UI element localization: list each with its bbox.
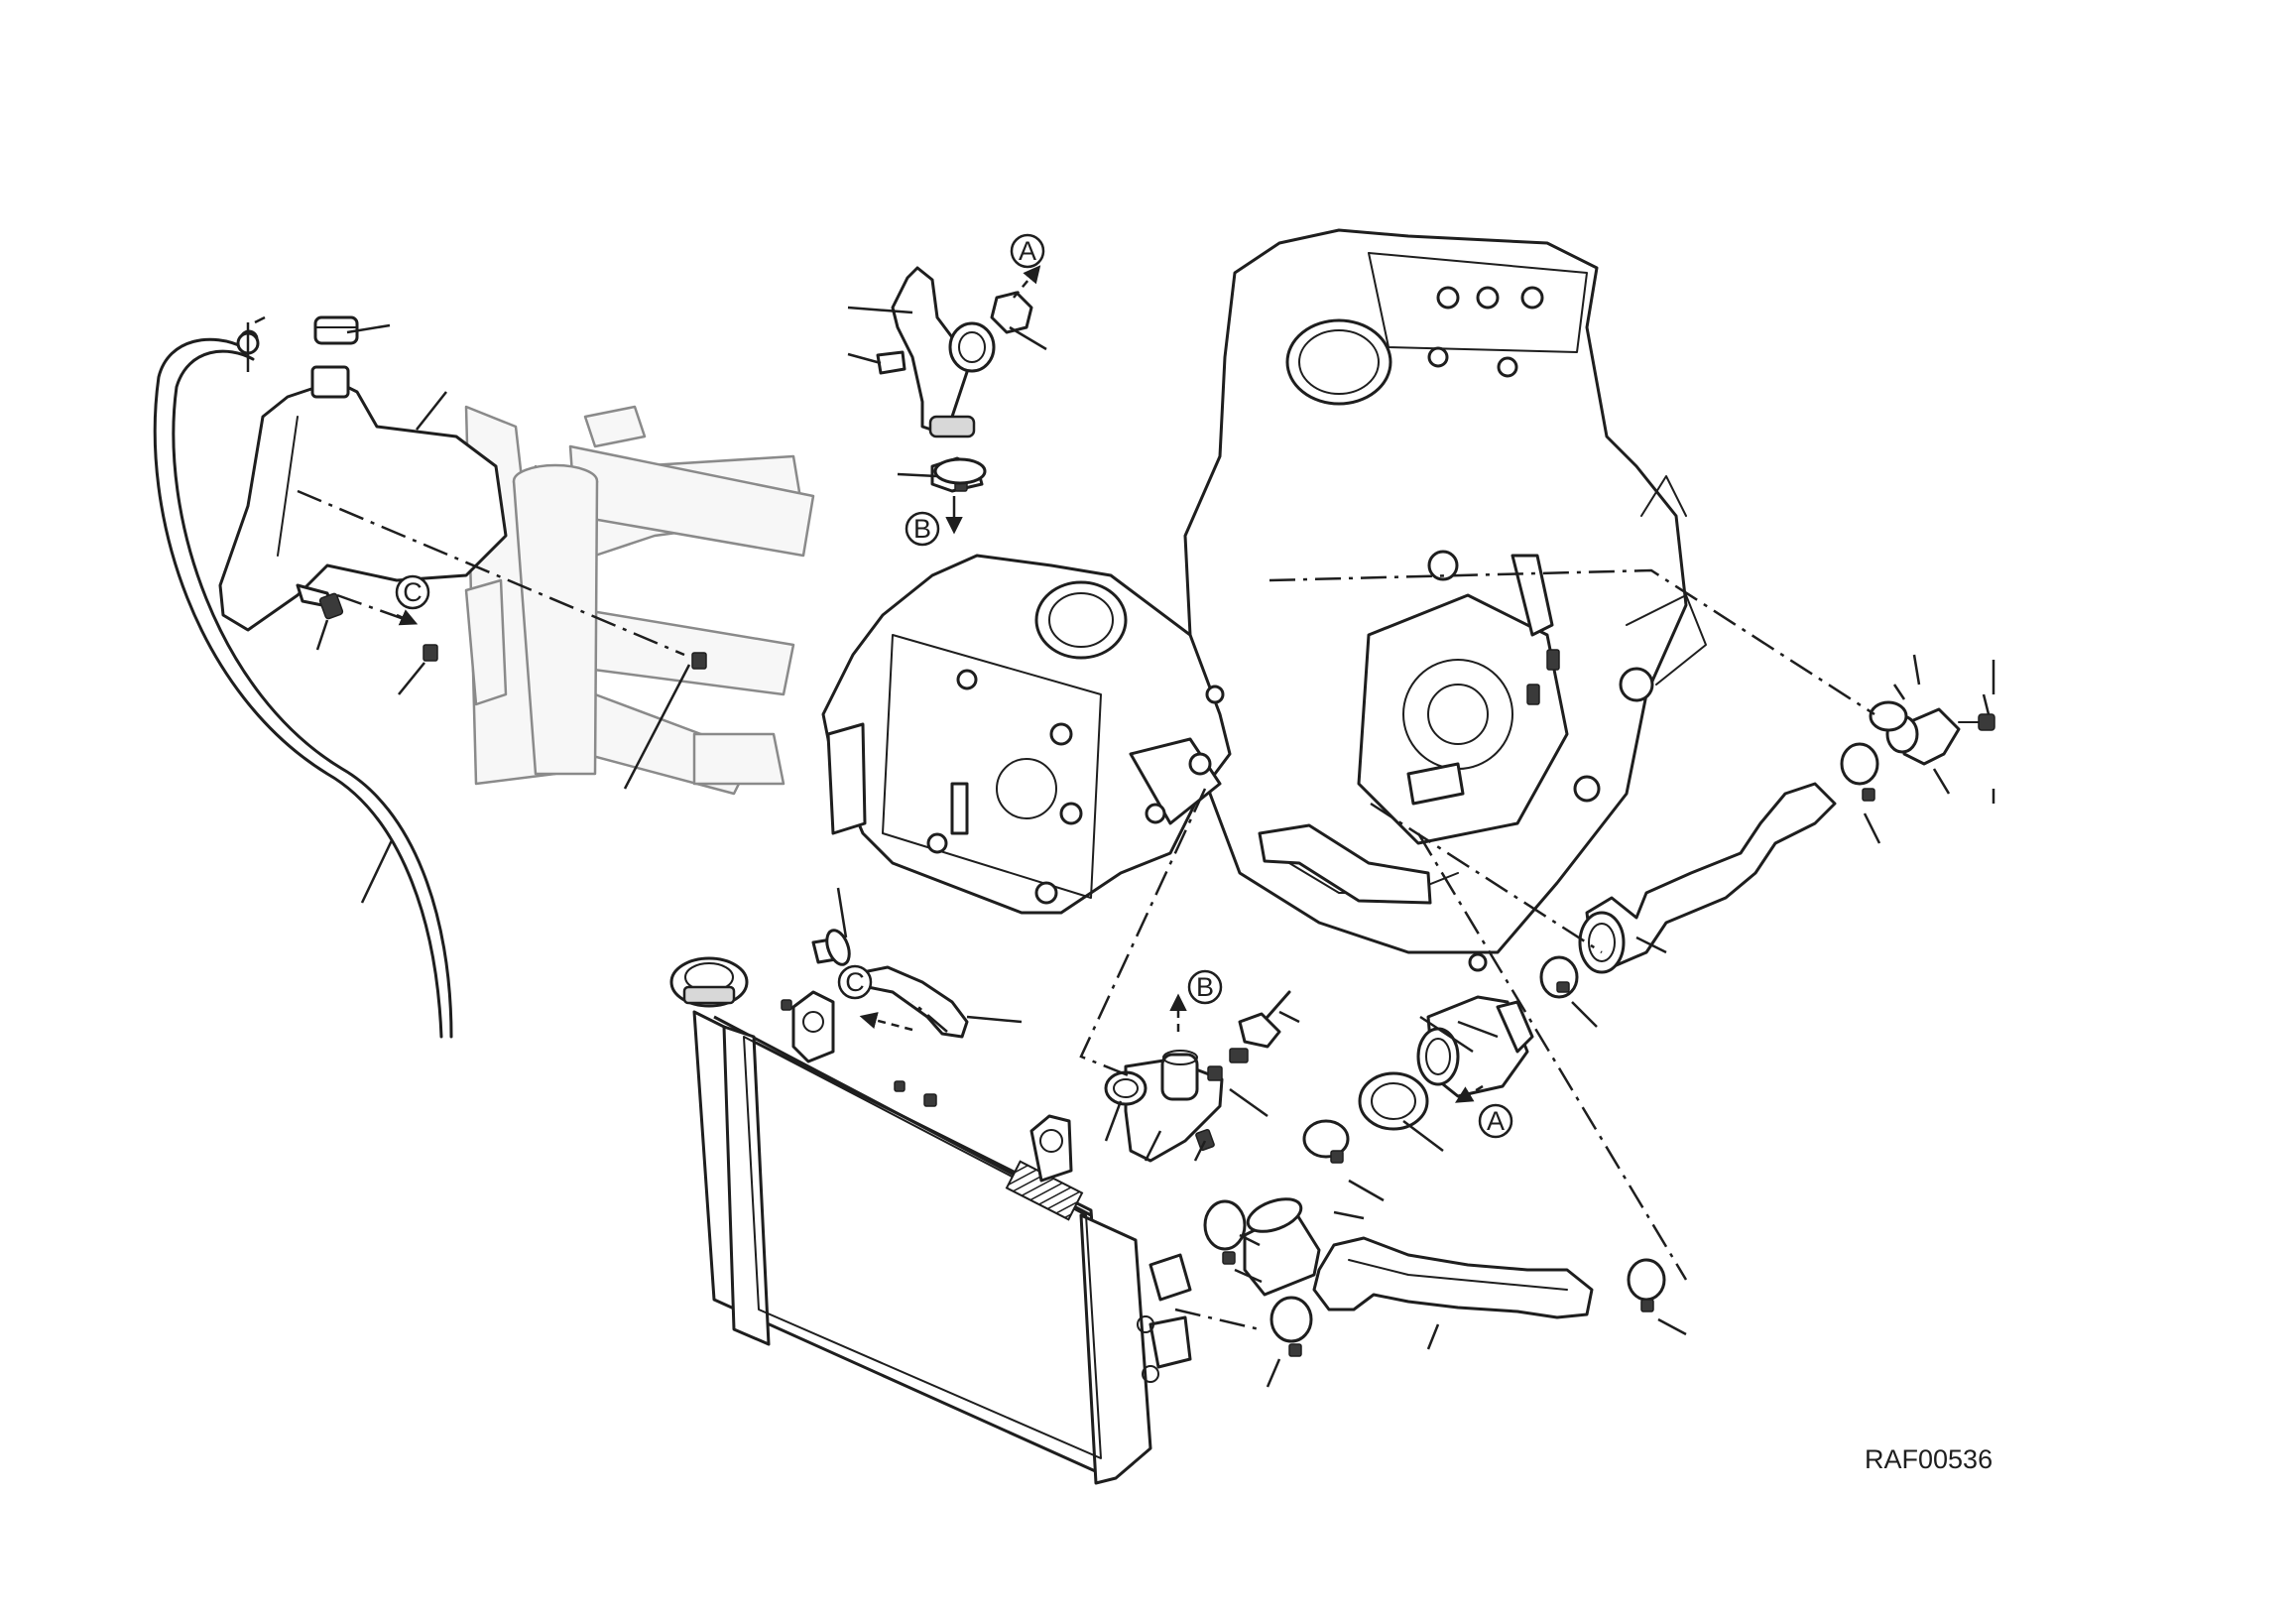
flow-arrows — [396, 265, 1484, 1103]
svg-text:B: B — [1196, 972, 1214, 1002]
callout-b-thermostat: B — [1187, 969, 1223, 1005]
svg-text:C: C — [403, 577, 423, 607]
callout-a-pump: A — [1478, 1103, 1513, 1139]
y-union-fitting — [876, 266, 1033, 493]
frame-section — [464, 405, 815, 796]
drawing-code: RAF00536 — [1865, 1444, 1993, 1474]
callout-a-top: A — [1010, 233, 1045, 269]
radiator — [669, 956, 1192, 1485]
assembly-lines — [911, 568, 1875, 1331]
callout-c-tank: C — [395, 574, 430, 610]
upper-right-hose — [1578, 782, 1837, 974]
svg-text:A: A — [1019, 236, 1036, 266]
svg-text:A: A — [1487, 1106, 1505, 1136]
callout-b-top: B — [905, 511, 940, 547]
short-straight-hose — [1243, 1197, 1321, 1297]
engine-block — [1183, 228, 1707, 972]
svg-text:B: B — [913, 514, 931, 544]
breather-hose — [153, 331, 453, 1039]
front-cylinder-head — [821, 554, 1232, 915]
long-lower-hose — [1312, 1236, 1594, 1319]
pump-outlet-elbow — [1869, 700, 1995, 766]
water-pump-connector — [1358, 995, 1534, 1131]
leader-lines — [246, 306, 1995, 1388]
callout-c-radiator: C — [837, 964, 873, 1000]
expansion-tank — [218, 315, 508, 632]
thermostat-housing — [1104, 990, 1291, 1163]
svg-text:C: C — [845, 967, 865, 997]
tank-fasteners — [297, 489, 707, 670]
hose-clamps — [825, 457, 1879, 1357]
